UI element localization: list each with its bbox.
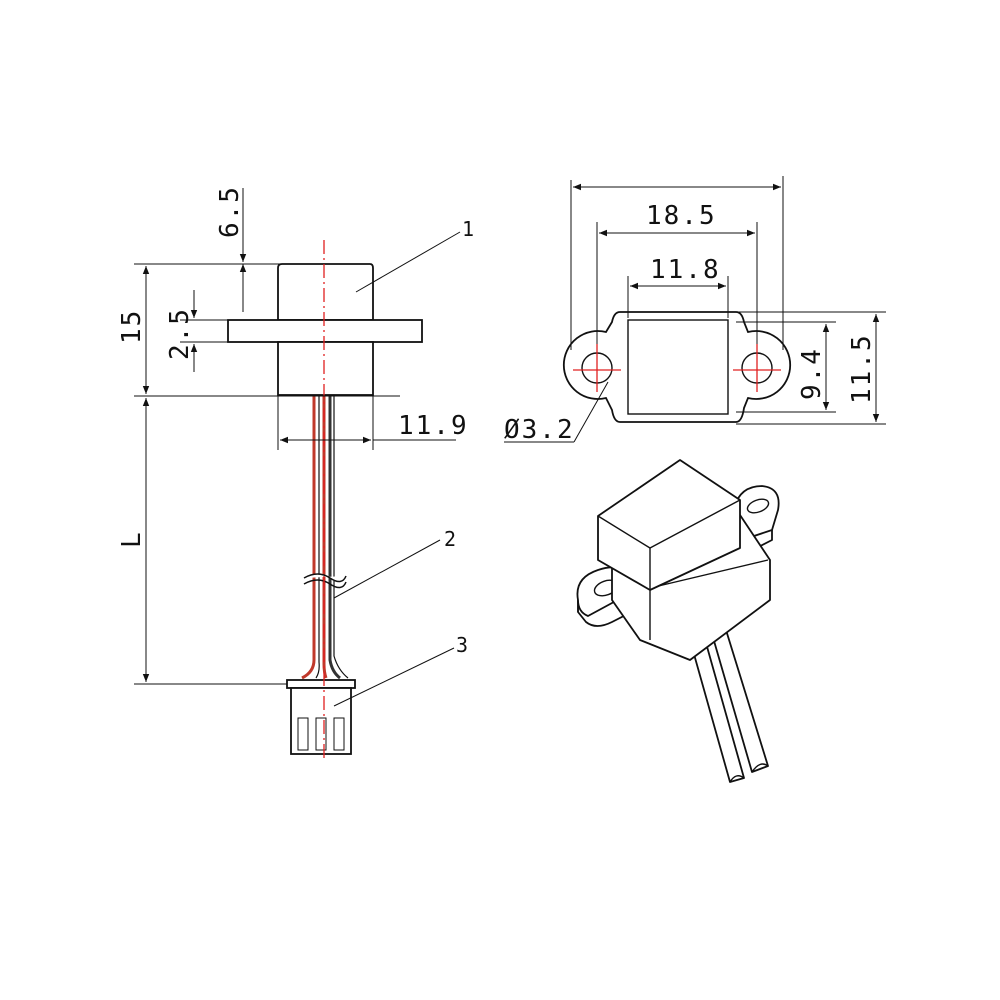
cable (301, 396, 349, 680)
sensor-lower-body (277, 341, 374, 396)
top-view-outline (562, 311, 792, 423)
callout-2: 2 (444, 527, 456, 551)
dim-cable-length: L (117, 530, 147, 548)
top-view-inner (627, 319, 729, 415)
isometric-view (576, 459, 780, 783)
dim-hole-diameter: Ø3.2 (504, 415, 575, 445)
connector (286, 679, 356, 755)
dim-outer-height: 11.5 (847, 333, 877, 404)
dim-inner-width: 11.8 (650, 255, 721, 285)
dim-overall-width: 18.5 (646, 201, 717, 231)
callout-3: 3 (456, 633, 468, 657)
sensor-top-body (277, 263, 374, 321)
dim-inner-height: 9.4 (797, 347, 827, 400)
dim-body-width: 11.9 (398, 411, 469, 441)
top-view: 18.5 11.8 9.4 11.5 Ø3.2 (504, 176, 886, 445)
sensor-flange (227, 319, 423, 343)
dim-top-height: 6.5 (215, 185, 245, 238)
dim-total-height: 15 (117, 309, 147, 344)
callout-1: 1 (462, 217, 474, 241)
front-view: 6.5 15 2.5 11.9 L 1 2 3 (117, 185, 474, 760)
dim-flange-thickness: 2.5 (165, 307, 195, 360)
